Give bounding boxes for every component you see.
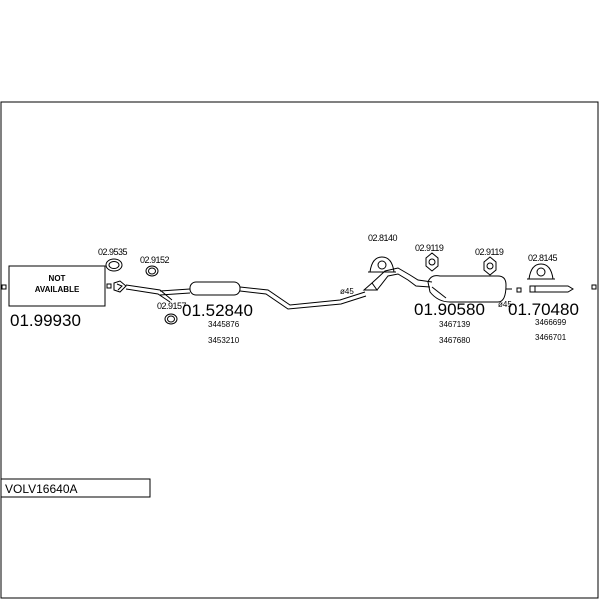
clamp-label-02-9152: 02.9152 [140,255,170,265]
part-number-01-52840: 01.52840 [182,301,253,320]
part-number-01-70480: 01.70480 [508,300,579,319]
rear-pipe [362,267,433,291]
rubber-mount-icon [425,252,439,272]
rubber-mount-icon [483,256,497,276]
part-number-01-90580: 01.90580 [414,300,485,319]
oem-number: 3453210 [208,336,240,345]
rubber-mount-icon [368,256,396,273]
mount-label-02-8140: 02.8140 [368,233,398,243]
tail-pipe [529,285,574,293]
clamp-label-02-9157: 02.9157 [157,301,187,311]
oem-number: 3467139 [439,320,471,329]
part-number-01-99930: 01.99930 [10,311,81,330]
oem-number: 3466701 [535,333,567,342]
model-code-box [0,478,151,498]
clamp-label-02-9535: 02.9535 [98,247,128,257]
connector-marker [106,283,112,289]
clamp-icon [164,313,178,325]
diagram-frame [0,101,599,599]
clamp-icon [145,265,159,277]
clamp-icon [105,258,123,272]
oem-number: 3466699 [535,318,567,327]
rear-silencer [427,275,512,303]
mount-label-02-8145: 02.8145 [528,253,558,263]
middle-section [159,281,367,310]
oem-number: 3445876 [208,320,240,329]
not-available-line2: AVAILABLE [35,285,80,294]
model-code: VOLV16640A [5,482,78,496]
not-available-line1: NOT [49,274,66,283]
diameter-label: ø45 [498,300,512,309]
mount-label-02-9119: 02.9119 [475,247,504,257]
front-pipe [113,280,173,303]
edge-marker-right [591,284,597,290]
connector-marker [516,287,522,293]
oem-number: 3467680 [439,336,471,345]
edge-marker-left [1,284,7,290]
not-available-box [8,265,106,307]
mount-label-02-9119: 02.9119 [415,243,444,253]
diameter-label: ø45 [340,287,354,296]
rubber-mount-icon [527,263,555,280]
